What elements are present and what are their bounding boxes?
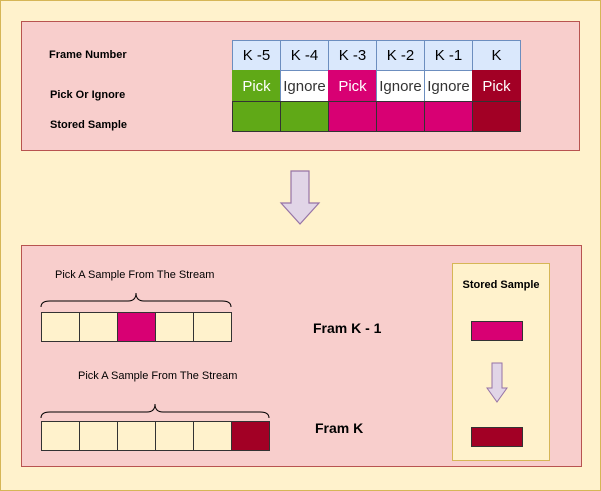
frame-decision-panel: Frame Number Pick Or Ignore Stored Sampl… [21, 21, 580, 151]
frame-header-cell: K -5 [232, 40, 281, 71]
stored-down-arrow-icon [486, 362, 508, 403]
decision-cell: Ignore [376, 70, 425, 102]
down-arrow-icon [279, 170, 321, 225]
frame-header-cell: K -4 [280, 40, 329, 71]
row1-caption: Pick A Sample From The Stream [55, 269, 215, 281]
sample-cell [155, 312, 194, 342]
sample-cell [117, 312, 156, 342]
stored-sample-label: Stored Sample [50, 119, 128, 131]
pick-or-ignore-label: Pick Or Ignore [50, 89, 126, 101]
decision-cell: Ignore [280, 70, 329, 102]
stored-sample-cell [472, 101, 521, 132]
sample-cell [155, 421, 194, 451]
row2-frame-label: Fram K [315, 420, 364, 436]
frame-header-cell: K -2 [376, 40, 425, 71]
stored-sample-box: Stored Sample [452, 263, 550, 461]
sample-cell [79, 421, 118, 451]
frame-header-cell: K [472, 40, 521, 71]
stored-sample-cell [424, 101, 473, 132]
sample-cell [41, 312, 80, 342]
stored-sample-after [471, 427, 523, 447]
sample-cell [79, 312, 118, 342]
stored-sample-cell [328, 101, 377, 132]
stored-sample-before [471, 321, 523, 341]
sample-cell [231, 421, 270, 451]
decision-cell: Pick [232, 70, 281, 102]
sample-cell [193, 421, 232, 451]
stored-sample-cell [376, 101, 425, 132]
row1-frame-label: Fram K - 1 [313, 320, 382, 336]
decision-cell: Pick [328, 70, 377, 102]
row1-brace [40, 292, 232, 308]
stored-sample-title: Stored Sample [462, 279, 540, 291]
stored-sample-cell [232, 101, 281, 132]
decision-cell: Ignore [424, 70, 473, 102]
row2-caption: Pick A Sample From The Stream [78, 370, 238, 382]
sample-cell [193, 312, 232, 342]
sample-cell [117, 421, 156, 451]
frame-header-cell: K -1 [424, 40, 473, 71]
frame-header-cell: K -3 [328, 40, 377, 71]
sample-cell [41, 421, 80, 451]
row2-brace [40, 403, 270, 419]
decision-cell: Pick [472, 70, 521, 102]
frame-number-label: Frame Number [49, 49, 127, 61]
stored-sample-cell [280, 101, 329, 132]
